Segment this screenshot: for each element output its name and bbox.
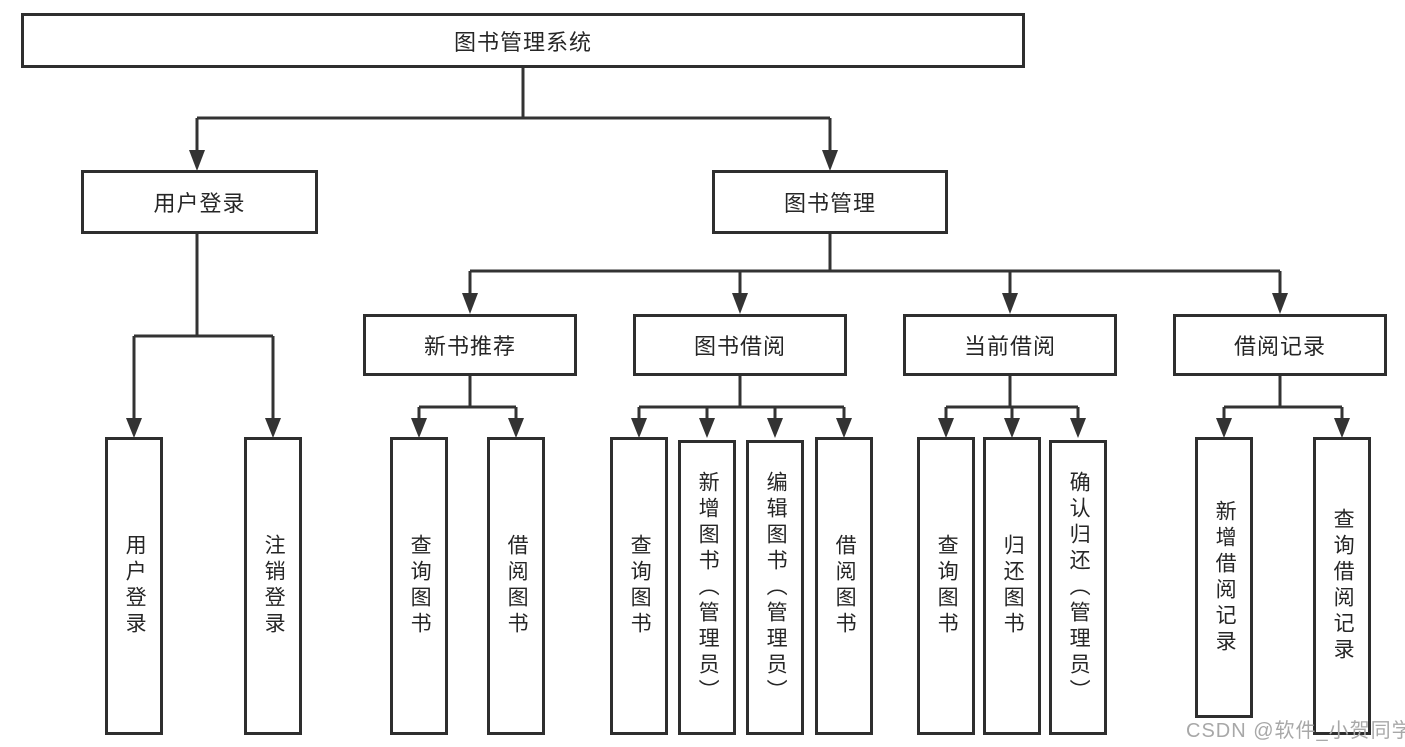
arrow-down-icon bbox=[732, 293, 748, 314]
arrow-down-icon bbox=[938, 418, 954, 438]
leaf-query-book: 查询图书 bbox=[917, 437, 975, 735]
csdn-watermark: CSDN @软件_小贺同学 bbox=[1186, 720, 1405, 742]
arrow-down-icon bbox=[462, 293, 478, 314]
connector-arrows bbox=[126, 150, 1350, 438]
arrow-down-icon bbox=[1002, 293, 1018, 314]
arrow-down-icon bbox=[1004, 418, 1020, 438]
leaf-logout: 注销登录 bbox=[244, 437, 302, 735]
arrow-down-icon bbox=[265, 418, 281, 438]
arrow-down-icon bbox=[189, 150, 205, 171]
node-current-borrow: 当前借阅 bbox=[903, 314, 1117, 376]
arrow-down-icon bbox=[1272, 293, 1288, 314]
arrow-down-icon bbox=[767, 418, 783, 438]
arrow-down-icon bbox=[699, 418, 715, 438]
leaf-borrow-book: 借阅图书 bbox=[487, 437, 545, 735]
node-book-management: 图书管理 bbox=[712, 170, 948, 234]
leaf-query-book: 查询图书 bbox=[610, 437, 668, 735]
node-library-management-system: 图书管理系统 bbox=[21, 13, 1025, 68]
node-new-book-recommend: 新书推荐 bbox=[363, 314, 577, 376]
leaf-user-login: 用户登录 bbox=[105, 437, 163, 735]
leaf-query-book: 查询图书 bbox=[390, 437, 448, 735]
leaf-edit-book-admin: 编辑图书（管理员） bbox=[746, 440, 804, 735]
leaf-add-borrow-record: 新增借阅记录 bbox=[1195, 437, 1253, 718]
arrow-down-icon bbox=[508, 418, 524, 438]
leaf-borrow-book: 借阅图书 bbox=[815, 437, 873, 735]
arrow-down-icon bbox=[836, 418, 852, 438]
arrow-down-icon bbox=[126, 418, 142, 438]
node-user-login: 用户登录 bbox=[81, 170, 318, 234]
leaf-query-borrow-record: 查询借阅记录 bbox=[1313, 437, 1371, 735]
arrow-down-icon bbox=[822, 150, 838, 171]
leaf-add-book-admin: 新增图书（管理员） bbox=[678, 440, 736, 735]
node-book-borrow: 图书借阅 bbox=[633, 314, 847, 376]
arrow-down-icon bbox=[1216, 418, 1232, 438]
leaf-return-book: 归还图书 bbox=[983, 437, 1041, 735]
arrow-down-icon bbox=[411, 418, 427, 438]
leaf-confirm-return-admin: 确认归还（管理员） bbox=[1049, 440, 1107, 735]
arrow-down-icon bbox=[631, 418, 647, 438]
arrow-down-icon bbox=[1070, 418, 1086, 438]
node-borrow-records: 借阅记录 bbox=[1173, 314, 1387, 376]
arrow-down-icon bbox=[1334, 418, 1350, 438]
